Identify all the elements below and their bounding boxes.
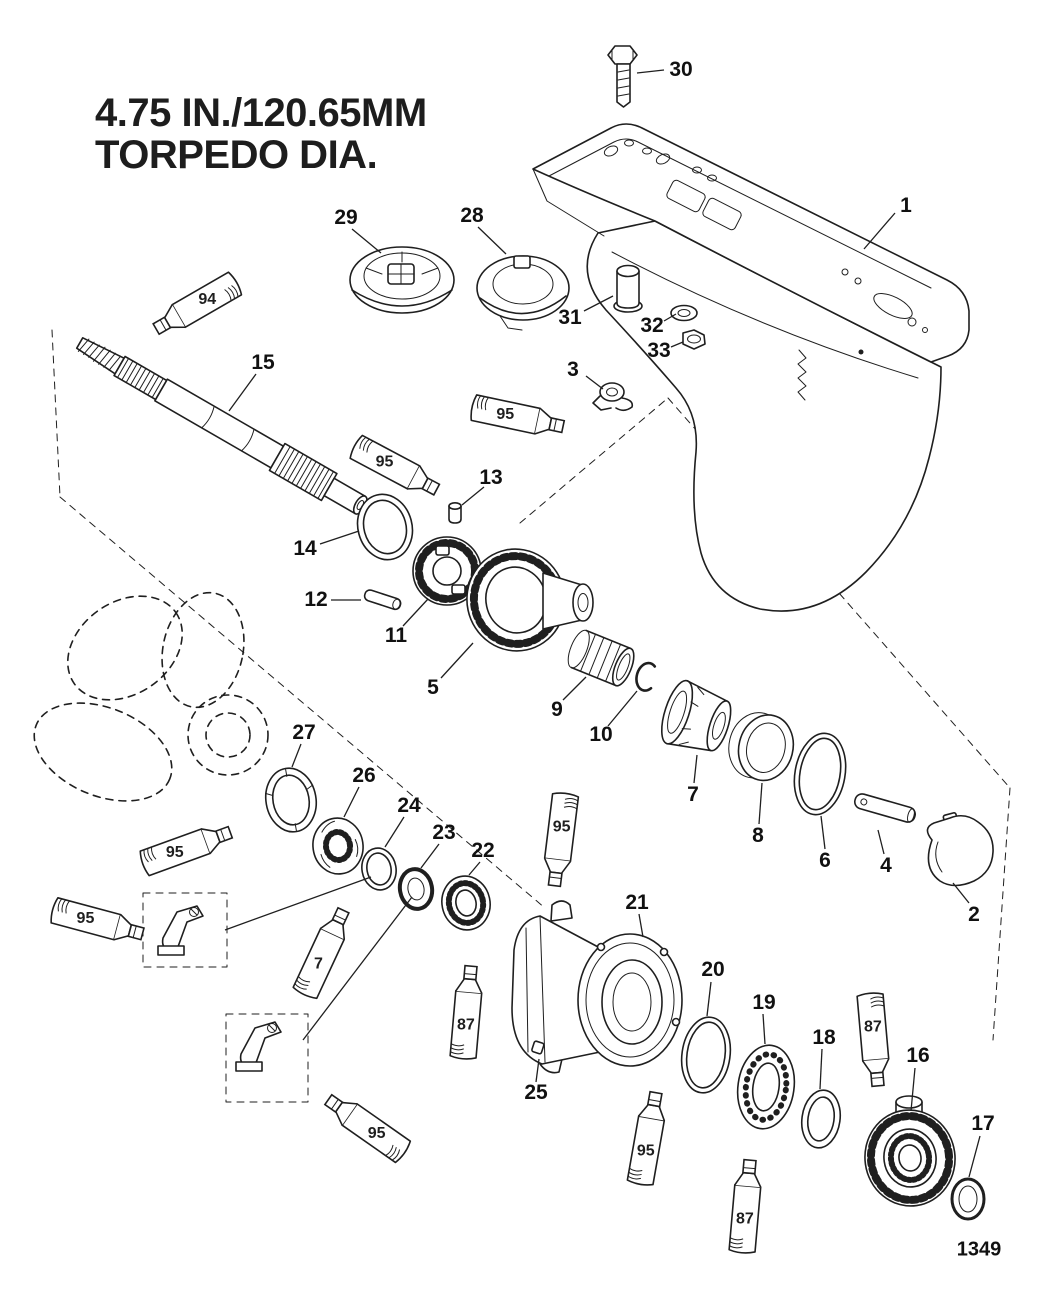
callout-10: 10 — [589, 723, 613, 746]
part-26-spline-washer — [312, 817, 364, 875]
callout-5: 5 — [427, 676, 439, 699]
callout-29: 29 — [334, 206, 358, 229]
lube-tube-94: 94 — [148, 270, 245, 342]
lube-tube-95-g: 95 — [320, 1088, 413, 1165]
callout-21: 21 — [625, 891, 649, 914]
part-24-ring — [361, 847, 397, 891]
part-25-key — [531, 1040, 545, 1055]
shift-bracket-box-2 — [225, 1013, 309, 1103]
title-line-1: 4.75 IN./120.65MM — [95, 91, 427, 135]
part-2-plug — [926, 812, 994, 887]
callout-23: 23 — [432, 821, 456, 844]
lube-tube-95-f: 95 — [626, 1089, 670, 1188]
tube-label-7: 7 — [314, 955, 323, 972]
part-18-washer — [800, 1089, 842, 1149]
part-12-pin — [363, 589, 402, 611]
part-32-washer — [670, 304, 698, 322]
callout-1: 1 — [900, 194, 912, 217]
callout-14: 14 — [293, 537, 317, 560]
lube-tube-95-a: 95 — [468, 393, 567, 441]
diagram-title: 4.75 IN./120.65MM TORPEDO DIA. — [95, 92, 427, 177]
part-28-water-pump-base — [476, 255, 570, 331]
lube-tube-95-b: 95 — [347, 433, 444, 502]
part-13-pin — [448, 501, 462, 524]
part-17-seal-ring — [950, 1177, 986, 1221]
part-6-o-ring — [793, 732, 847, 816]
lube-tube-87-a: 87 — [449, 964, 485, 1061]
tube-label-95: 95 — [376, 453, 394, 470]
tube-label-87: 87 — [864, 1019, 882, 1036]
callout-9: 9 — [551, 698, 563, 721]
part-16-pinion-gear — [864, 1095, 956, 1207]
part-23-oil-seal — [397, 867, 435, 911]
callout-8: 8 — [752, 824, 764, 847]
part-22-bushing — [441, 875, 491, 931]
callout-20: 20 — [701, 958, 725, 981]
callout-32: 32 — [640, 314, 664, 337]
shift-bracket-box-1 — [142, 892, 228, 968]
tube-label-95: 95 — [637, 1142, 655, 1159]
title-line-2: TORPEDO DIA. — [95, 133, 378, 178]
callout-22: 22 — [471, 839, 495, 862]
leader-lines — [224, 69, 981, 1178]
part-9-bearing-sleeve — [567, 629, 635, 687]
tube-label-95: 95 — [77, 910, 95, 927]
lube-tube-95-c: 95 — [137, 819, 236, 878]
part-14-o-ring — [356, 493, 414, 561]
callout-24: 24 — [397, 794, 421, 817]
tube-label-95: 95 — [368, 1125, 386, 1142]
callout-19: 19 — [752, 991, 776, 1014]
part-21-bearing-carrier — [511, 900, 683, 1074]
part-11-clutch-dog — [412, 536, 482, 606]
callout-26: 26 — [352, 764, 376, 787]
tube-label-95: 95 — [496, 406, 514, 423]
callout-6: 6 — [819, 849, 831, 872]
part-30-bolt — [607, 45, 638, 108]
callout-7: 7 — [687, 783, 699, 806]
callout-31: 31 — [558, 306, 582, 329]
callout-25: 25 — [524, 1081, 548, 1104]
callout-17: 17 — [971, 1112, 995, 1135]
part-7-tapered-bearing — [660, 679, 732, 752]
tube-label-87: 87 — [736, 1210, 754, 1227]
callout-11: 11 — [384, 624, 408, 647]
part-3-retainer — [592, 382, 634, 412]
callout-15: 15 — [251, 351, 275, 374]
callout-3: 3 — [567, 358, 579, 381]
diagram-number: 1349 — [956, 1238, 1002, 1261]
tube-label-87: 87 — [457, 1016, 475, 1033]
part-5-forward-gear — [466, 548, 594, 652]
callout-28: 28 — [460, 204, 484, 227]
part-4-pin — [853, 793, 917, 823]
callout-33: 33 — [647, 339, 671, 362]
callout-12: 12 — [304, 588, 328, 611]
propeller-sketch — [33, 591, 269, 802]
part-20-o-ring — [680, 1016, 732, 1094]
part-15-propeller-shaft — [75, 337, 368, 515]
lube-tube-95-d: 95 — [48, 896, 147, 948]
tube-label-95: 95 — [553, 819, 571, 836]
part-31-stud — [613, 264, 643, 313]
callout-2: 2 — [968, 903, 980, 926]
assembly-axis-guides — [51, 329, 1011, 1041]
part-8-bearing-race — [728, 712, 795, 782]
lube-tube-95-e: 95 — [540, 790, 580, 889]
lube-tube-7: 7 — [291, 904, 357, 1001]
part-29-water-pump-cover — [349, 246, 455, 314]
callout-13: 13 — [479, 466, 503, 489]
part-19-ball-bearing — [736, 1044, 796, 1130]
tube-label-94: 94 — [198, 291, 216, 308]
tube-label-95: 95 — [166, 844, 184, 861]
callout-30: 30 — [669, 58, 693, 81]
callout-27: 27 — [292, 721, 316, 744]
part-27-thrust-ring — [264, 767, 318, 833]
lube-tube-87-c: 87 — [856, 991, 892, 1088]
callout-16: 16 — [906, 1044, 930, 1067]
part-10-retaining-ring — [635, 661, 657, 692]
lube-tube-87-b: 87 — [728, 1158, 764, 1255]
part-33-nut — [682, 329, 706, 350]
callout-4: 4 — [880, 854, 892, 877]
callout-18: 18 — [812, 1026, 836, 1049]
